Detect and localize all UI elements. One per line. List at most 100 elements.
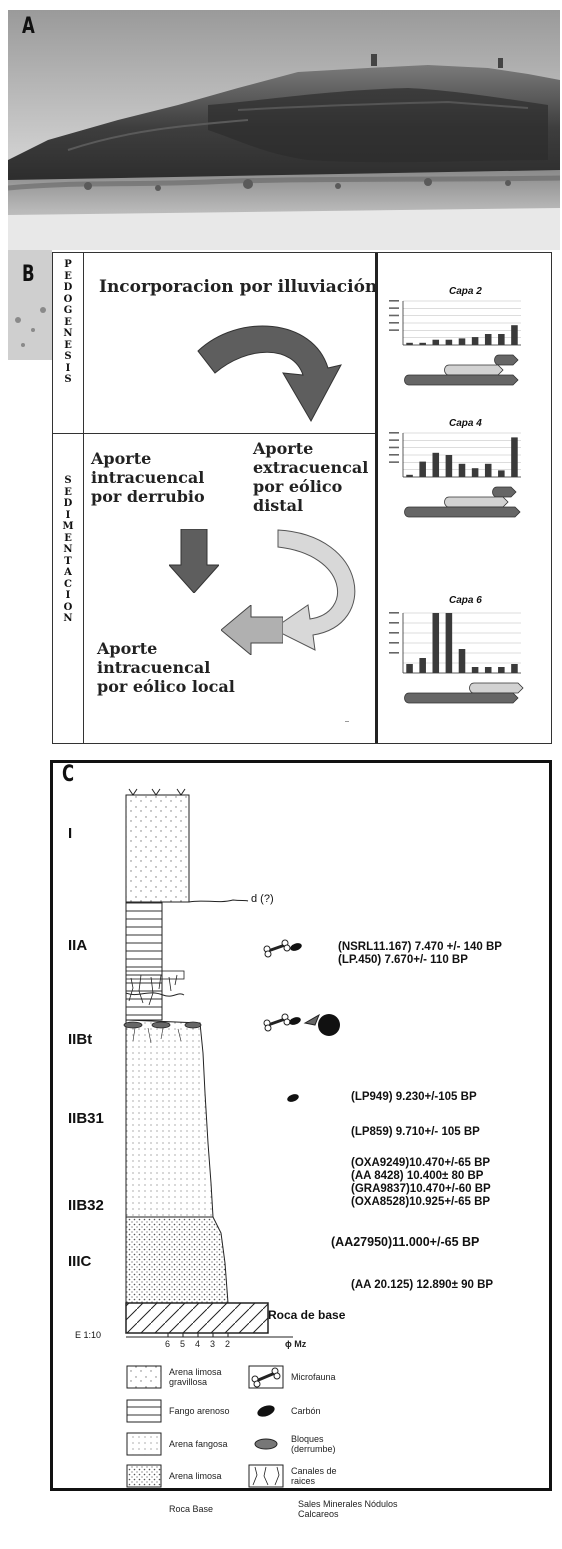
legend-sales-minerales: Sales Minerales Nódulos Calcareos: [298, 1499, 398, 1519]
vertical-letter: D: [63, 498, 73, 509]
tick-mark: [389, 322, 399, 324]
panel-a-letter: A: [22, 14, 35, 39]
layer-shape: [404, 692, 519, 704]
tick-mark: [389, 632, 399, 634]
vertical-letter: T: [64, 555, 72, 567]
date-lp859: (LP859) 9.710+/- 105 BP: [351, 1126, 480, 1138]
unit-label-I: I: [68, 825, 73, 842]
layer-shape: [404, 506, 521, 518]
phi-tick-5: 5: [180, 1339, 186, 1349]
capa-6-title: Capa 6: [449, 595, 482, 606]
scale-label: E 1:10: [75, 1330, 102, 1340]
unit-label-IIIC: IIIC: [68, 1253, 92, 1270]
date-gra9837: (GRA9837)10.470+/-60 BP: [351, 1183, 491, 1195]
bar: [406, 342, 413, 345]
legend-microfauna: Microfauna: [291, 1372, 336, 1382]
vertical-letter: G: [63, 305, 73, 316]
phi-tick-3: 3: [210, 1339, 216, 1349]
vertical-letter: I: [65, 590, 71, 601]
date-lp450: (LP.450) 7.670+/- 110 BP: [338, 954, 468, 966]
unit-label-IIB32: IIB32: [68, 1197, 104, 1214]
vertical-letter: N: [63, 544, 73, 555]
phi-tick-6: 6: [165, 1339, 171, 1349]
bar: [432, 452, 440, 477]
capa-2-chart: [389, 300, 521, 386]
vertical-letter: N: [63, 613, 73, 624]
bar: [498, 334, 505, 345]
phi-tick-4: 4: [195, 1339, 201, 1349]
bar: [471, 468, 479, 477]
tick-mark: [389, 300, 399, 302]
layer-shape: [444, 496, 509, 508]
date-nsrl: (NSRL11.167) 7.470 +/- 140 BP: [338, 941, 502, 953]
bar: [498, 470, 505, 477]
vertical-letter: S: [64, 374, 72, 385]
tick-mark: [389, 652, 399, 654]
noise-mark: [345, 721, 349, 722]
down-arrow-dark: [169, 529, 219, 593]
capa-4-chart: [389, 432, 521, 518]
capa-4-title: Capa 4: [449, 418, 482, 429]
vertical-letter: C: [64, 578, 72, 590]
date-lp949: (LP949) 9.230+/-105 BP: [351, 1091, 477, 1103]
photo-fringe: [8, 250, 52, 360]
phi-unit-label: ϕ Mz: [285, 1339, 307, 1349]
layer-shape: [494, 354, 519, 366]
tick-mark: [389, 329, 399, 331]
unit-label-IIB31: IIB31: [68, 1110, 104, 1127]
vertical-letter: E: [64, 270, 72, 282]
panel-b-letter: B: [22, 262, 35, 287]
vertical-letter: M: [62, 521, 74, 532]
bar: [484, 667, 492, 673]
d-question-label: d (?): [251, 893, 274, 905]
bar: [406, 664, 413, 673]
bar: [458, 338, 466, 345]
legend-arena-fangosa: Arena fangosa: [169, 1439, 228, 1449]
date-aa27950: (AA27950)11.000+/-65 BP: [331, 1235, 480, 1249]
bar: [484, 463, 492, 477]
bar: [419, 658, 426, 673]
date-aa8428: (AA 8428) 10.400± 80 BP: [351, 1170, 484, 1182]
vertical-letter: I: [65, 509, 71, 521]
tick-mark: [389, 307, 399, 309]
vertical-letter: A: [64, 567, 72, 578]
vertical-letter: N: [63, 328, 73, 339]
legend-carbon: Carbón: [291, 1406, 321, 1416]
aporte-extracuencal-eolico: Aporte extracuencal por eólico distal: [253, 439, 369, 515]
legend-arena-limosa-gravillosa: Arena limosa gravillosa: [169, 1367, 222, 1387]
divider-vertical-main: [375, 253, 378, 743]
vertical-letter: I: [65, 362, 71, 374]
aporte-intracuencal-derrubio: Aporte intracuencal por derrubio: [91, 449, 205, 506]
bar: [445, 613, 453, 673]
tick-mark: [389, 642, 399, 644]
aporte-intracuencal-eolico-local: Aporte intracuencal por eólico local: [97, 639, 235, 696]
divider-vertical-left: [83, 253, 84, 743]
layer-shape: [444, 364, 504, 376]
bar: [445, 455, 453, 477]
tick-mark: [389, 439, 399, 441]
vertical-letter: E: [64, 532, 72, 544]
tick-mark: [389, 314, 399, 317]
vertical-letter: O: [63, 293, 73, 305]
bar: [498, 667, 505, 673]
vertical-letter: O: [63, 601, 73, 613]
layer-shape: [404, 374, 519, 386]
tick-mark: [389, 461, 399, 463]
layer-shape: [469, 682, 524, 694]
tick-mark: [389, 612, 399, 614]
bar: [484, 334, 492, 345]
date-aa20125: (AA 20.125) 12.890± 90 BP: [351, 1279, 494, 1291]
bone-icon: [263, 939, 291, 958]
capa-6-chart: [389, 612, 524, 704]
layer-shape: [492, 486, 517, 498]
legend-canales-raices: Canales de raices: [291, 1466, 337, 1486]
unit-label-IIA: IIA: [68, 937, 88, 954]
vertical-letter: D: [63, 282, 73, 293]
bar: [458, 649, 466, 673]
vertical-letter: E: [64, 316, 72, 328]
legend-fango-arenoso: Fango arenoso: [169, 1406, 230, 1416]
roca-de-base-label: Roca de base: [268, 1308, 346, 1322]
curved-arrow-light: [273, 529, 356, 651]
